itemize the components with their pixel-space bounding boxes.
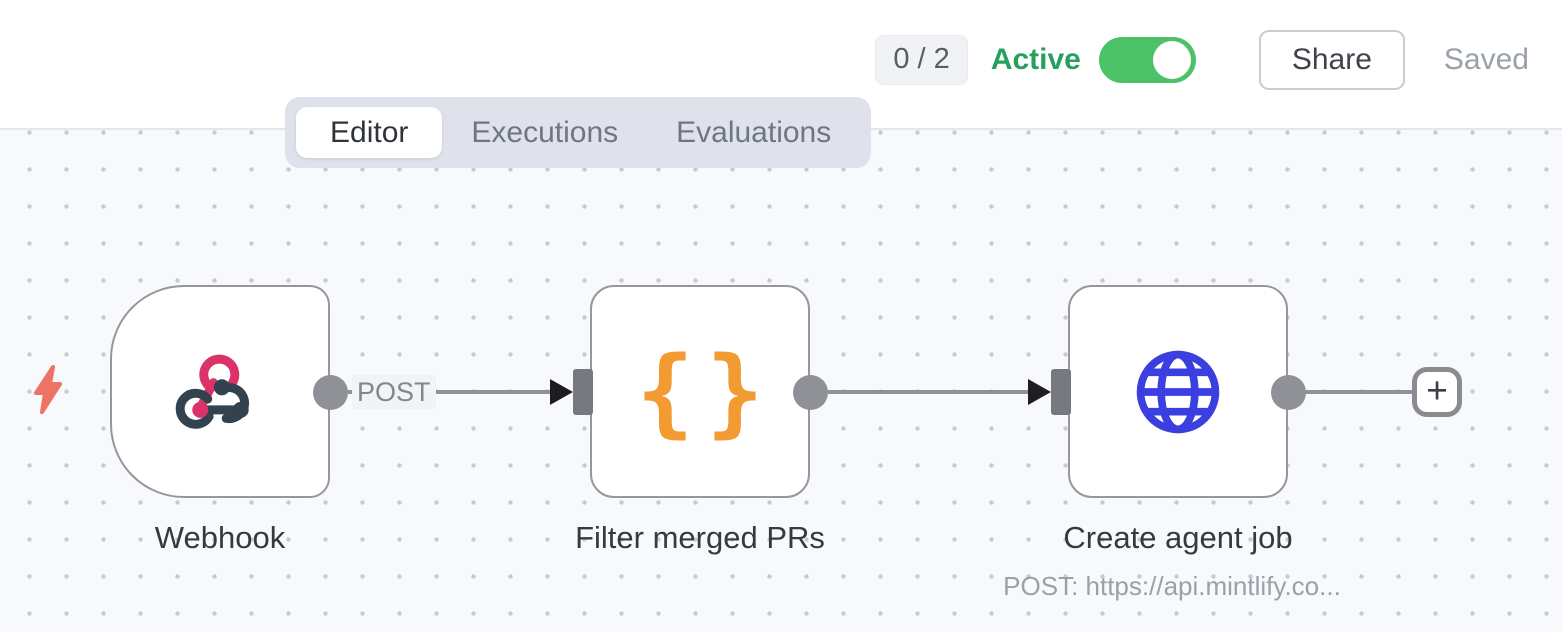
webhook-method-label: POST bbox=[352, 375, 436, 409]
node-subtitle-http: POST: https://api.mintlify.co... bbox=[1003, 571, 1341, 601]
node-title-webhook: Webhook bbox=[154, 520, 286, 555]
wire-filter-to-http[interactable] bbox=[810, 390, 1033, 394]
wire-http-to-add[interactable] bbox=[1288, 390, 1414, 394]
issues-count-badge[interactable]: 0 / 2 bbox=[875, 35, 968, 85]
lightning-bolt-icon bbox=[34, 365, 62, 414]
workflow-canvas[interactable]: {} POST + Webho bbox=[0, 130, 1562, 632]
node-filter-merged-prs[interactable]: {} bbox=[590, 285, 810, 498]
saved-status: Saved bbox=[1443, 43, 1529, 76]
node-title-filter: Filter merged PRs bbox=[575, 520, 825, 555]
wire-webhook-to-filter[interactable] bbox=[330, 390, 555, 394]
share-button[interactable]: Share bbox=[1258, 30, 1405, 90]
output-port-webhook[interactable] bbox=[312, 375, 348, 410]
output-port-http[interactable] bbox=[1270, 375, 1306, 410]
arrowhead-icon bbox=[1028, 379, 1051, 405]
active-toggle[interactable] bbox=[1098, 37, 1196, 83]
add-node-button[interactable]: + bbox=[1412, 367, 1462, 417]
tab-evaluations[interactable]: Evaluations bbox=[676, 115, 832, 149]
globe-icon bbox=[1136, 350, 1220, 433]
tab-executions[interactable]: Executions bbox=[471, 115, 619, 149]
output-port-filter[interactable] bbox=[792, 375, 828, 410]
arrowhead-icon bbox=[550, 379, 573, 405]
node-create-agent-job[interactable] bbox=[1068, 285, 1288, 498]
node-title-http: Create agent job bbox=[1063, 520, 1293, 555]
input-port-http[interactable] bbox=[1051, 369, 1071, 415]
input-port-filter[interactable] bbox=[573, 369, 593, 415]
webhook-icon bbox=[175, 354, 249, 429]
view-tabbar: Editor Executions Evaluations bbox=[285, 97, 872, 168]
active-label: Active bbox=[990, 43, 1081, 76]
toggle-knob-icon bbox=[1152, 41, 1191, 79]
node-webhook[interactable] bbox=[110, 285, 330, 498]
code-braces-icon: {} bbox=[636, 335, 776, 448]
header-controls: 0 / 2 Active Share Saved bbox=[875, 30, 1529, 90]
tab-editor[interactable]: Editor bbox=[296, 107, 443, 158]
